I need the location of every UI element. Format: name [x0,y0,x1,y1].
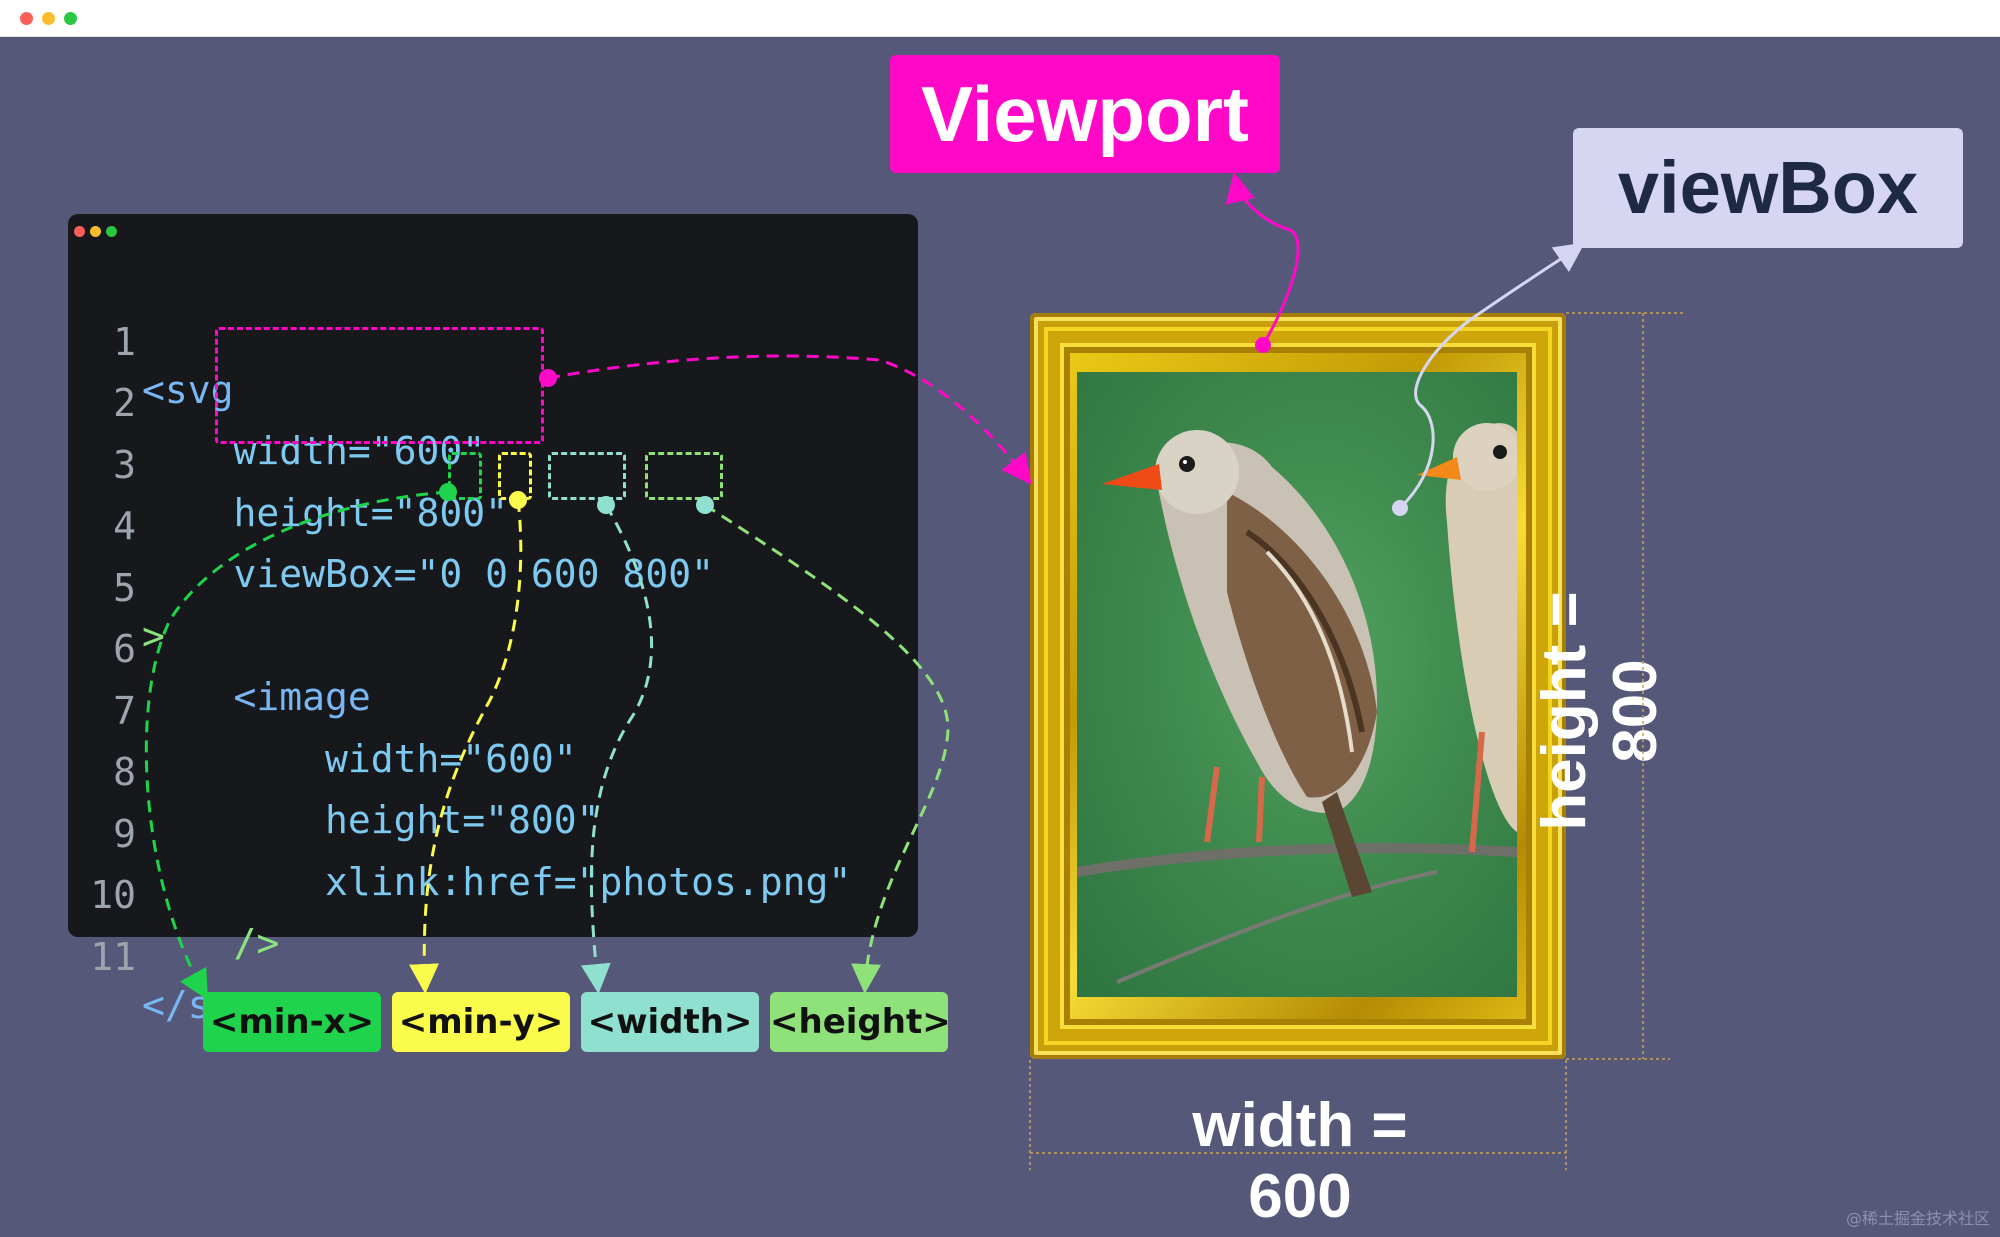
viewbox-callout-connector [1398,242,1585,510]
line-number: 5 [113,566,136,610]
window-titlebar [0,0,2000,37]
code-text: height="800" [142,798,600,842]
code-text: width="600" [142,429,486,473]
code-line: 10 /> [80,823,279,965]
line-number: 7 [113,689,136,733]
code-text: xlink:href="photos.png" [142,860,852,904]
editor-maximize-dot [106,226,117,237]
line-number: 4 [113,504,136,548]
editor-close-dot [74,226,85,237]
line-number: 11 [90,935,136,979]
line-number: 9 [113,812,136,856]
code-line: 8 height="800" [80,700,599,842]
line-number: 8 [113,750,136,794]
min-x-label: <min-x> [203,992,381,1052]
maximize-window-button[interactable] [64,12,77,25]
min-x-highlight-box [448,452,482,500]
viewport-callout: Viewport [890,55,1280,173]
code-line: 1 <svg [80,270,233,412]
code-line: 2 width="600" [80,331,485,473]
code-line: 4 viewBox="0 0 600 800" [80,454,714,596]
line-number: 10 [90,873,136,917]
width-highlight-box [548,452,626,500]
connector-dot [1392,500,1408,516]
code-line: 6 <image [80,577,371,719]
width-dimension-guide [1029,1060,1567,1170]
code-text: <image [142,675,371,719]
width-label: <width> [581,992,759,1052]
width-dimension-label: width = 600 [1192,1091,1408,1231]
height-highlight-box [645,452,723,500]
connector-dot [509,491,527,509]
connector-dot [539,369,557,387]
code-line: 9 xlink:href="photos.png" [80,762,851,904]
code-text: viewBox="0 0 600 800" [142,552,714,596]
bird-photo [1077,372,1517,997]
min-y-connector [409,499,523,994]
height-dimension-guide [1566,312,1685,1060]
line-number: 6 [113,627,136,671]
editor-minimize-dot [90,226,101,237]
close-window-button[interactable] [20,12,33,25]
min-x-connector [144,490,449,1001]
code-line: 7 width="600" [80,639,577,781]
code-text: <svg [142,368,234,412]
width-height-highlight-box [215,327,544,444]
code-text: width="600" [142,737,577,781]
width-connector [580,504,654,994]
minimize-window-button[interactable] [42,12,55,25]
viewport-size-connector [547,354,1032,485]
viewport-callout-connector [1225,172,1300,346]
watermark: @稀土掘金技术社区 [1845,1209,1990,1228]
connector-dot [597,496,615,514]
height-label: <height> [770,992,951,1052]
viewbox-callout: viewBox [1573,128,1963,248]
line-number: 2 [113,381,136,425]
connector-dot [696,496,714,514]
code-editor-window [68,214,918,937]
connector-dot [1255,337,1271,353]
line-number: 1 [113,320,136,364]
birds-illustration [1077,423,1517,984]
line-number: 3 [113,443,136,487]
connector-dot [439,483,457,501]
height-connector [704,503,950,994]
code-text: /> [142,921,280,965]
min-y-label: <min-y> [392,992,570,1052]
